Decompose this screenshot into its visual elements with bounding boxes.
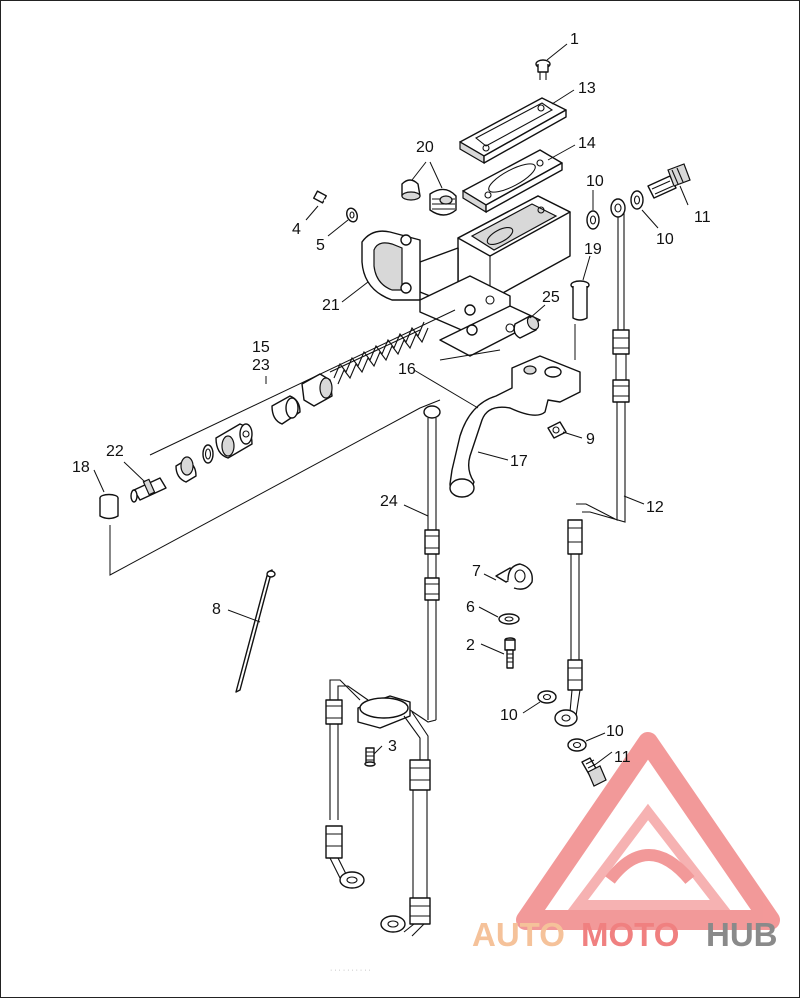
lever-pivot-pin — [570, 280, 590, 321]
callout-11-lower: 11 — [614, 749, 631, 766]
watermark-text-auto: AUTO — [472, 916, 565, 953]
line-clamp — [495, 563, 533, 590]
callout-20: 20 — [416, 139, 434, 156]
brake-lever — [449, 355, 581, 498]
callout-10-lower-right: 10 — [606, 723, 624, 740]
lever-pin — [513, 315, 540, 339]
line-clamp-washer — [498, 613, 520, 625]
reservoir-cover — [459, 97, 567, 165]
callout-1: 1 — [570, 31, 579, 48]
brake-line-splitter — [325, 679, 437, 937]
callout-12: 12 — [646, 499, 664, 516]
callout-24: 24 — [380, 493, 398, 510]
lever-clip — [547, 421, 567, 439]
callout-3: 3 — [388, 738, 397, 755]
watermark-text-hub: HUB — [706, 916, 778, 953]
callout-18: 18 — [72, 459, 90, 476]
o-ring — [202, 444, 214, 464]
callout-9: 9 — [586, 431, 595, 448]
callout-13: 13 — [578, 80, 596, 97]
washer-lower-right — [567, 738, 587, 752]
cover-screw — [535, 59, 551, 80]
dust-boot — [99, 493, 119, 520]
callout-15: 15 — [252, 339, 270, 356]
piston-cup — [271, 395, 301, 425]
callout-19: 19 — [584, 241, 602, 258]
callout-25: 25 — [542, 289, 560, 306]
callout-2: 2 — [466, 637, 475, 654]
watermark-text-moto: MOTO — [581, 916, 679, 953]
push-rod — [130, 477, 167, 503]
callout-labels: 1 13 14 20 10 11 10 4 5 19 21 25 15 23 1… — [72, 31, 711, 766]
return-spring — [329, 321, 429, 385]
brake-line-front — [423, 405, 441, 720]
callout-22: 22 — [106, 443, 124, 460]
banjo-bolt-lower — [581, 757, 607, 787]
callout-10-lower-left: 10 — [500, 707, 518, 724]
watermark-logo — [516, 732, 780, 930]
cable-tie — [235, 569, 276, 693]
callout-8: 8 — [212, 601, 221, 618]
callout-17: 17 — [510, 453, 528, 470]
splitter-screw — [364, 747, 376, 767]
callout-21: 21 — [322, 297, 340, 314]
clamp-screw — [313, 190, 346, 212]
leader-lines — [93, 43, 689, 765]
callout-6: 6 — [466, 599, 475, 616]
boot-small — [401, 179, 421, 201]
washer-upper-left — [586, 210, 600, 230]
piston — [215, 423, 253, 459]
callout-16: 16 — [398, 361, 416, 378]
boot-large — [429, 188, 457, 216]
callout-14: 14 — [578, 135, 596, 152]
callout-7: 7 — [472, 563, 481, 580]
callout-4: 4 — [292, 221, 301, 238]
washer-upper-right — [630, 190, 644, 210]
footer-text: · · · · · · · · · · — [330, 967, 371, 974]
piston-seal — [175, 456, 197, 483]
reservoir-gasket — [462, 149, 563, 214]
callout-23: 23 — [252, 357, 270, 374]
assembly-lines — [109, 309, 576, 576]
line-clamp-screw — [504, 637, 516, 669]
callout-5: 5 — [316, 237, 325, 254]
master-cylinder-body — [419, 195, 571, 357]
spring-seat — [301, 373, 333, 407]
callout-11-upper: 11 — [694, 209, 711, 226]
handlebar-clamp — [361, 230, 421, 301]
banjo-bolt-upper — [647, 163, 691, 199]
callout-10-upper-right: 10 — [656, 231, 674, 248]
brake-line-rear — [554, 198, 630, 727]
clamp-washer — [346, 207, 358, 223]
callout-10-upper-left: 10 — [586, 173, 604, 190]
washer-lower-left — [537, 690, 557, 704]
